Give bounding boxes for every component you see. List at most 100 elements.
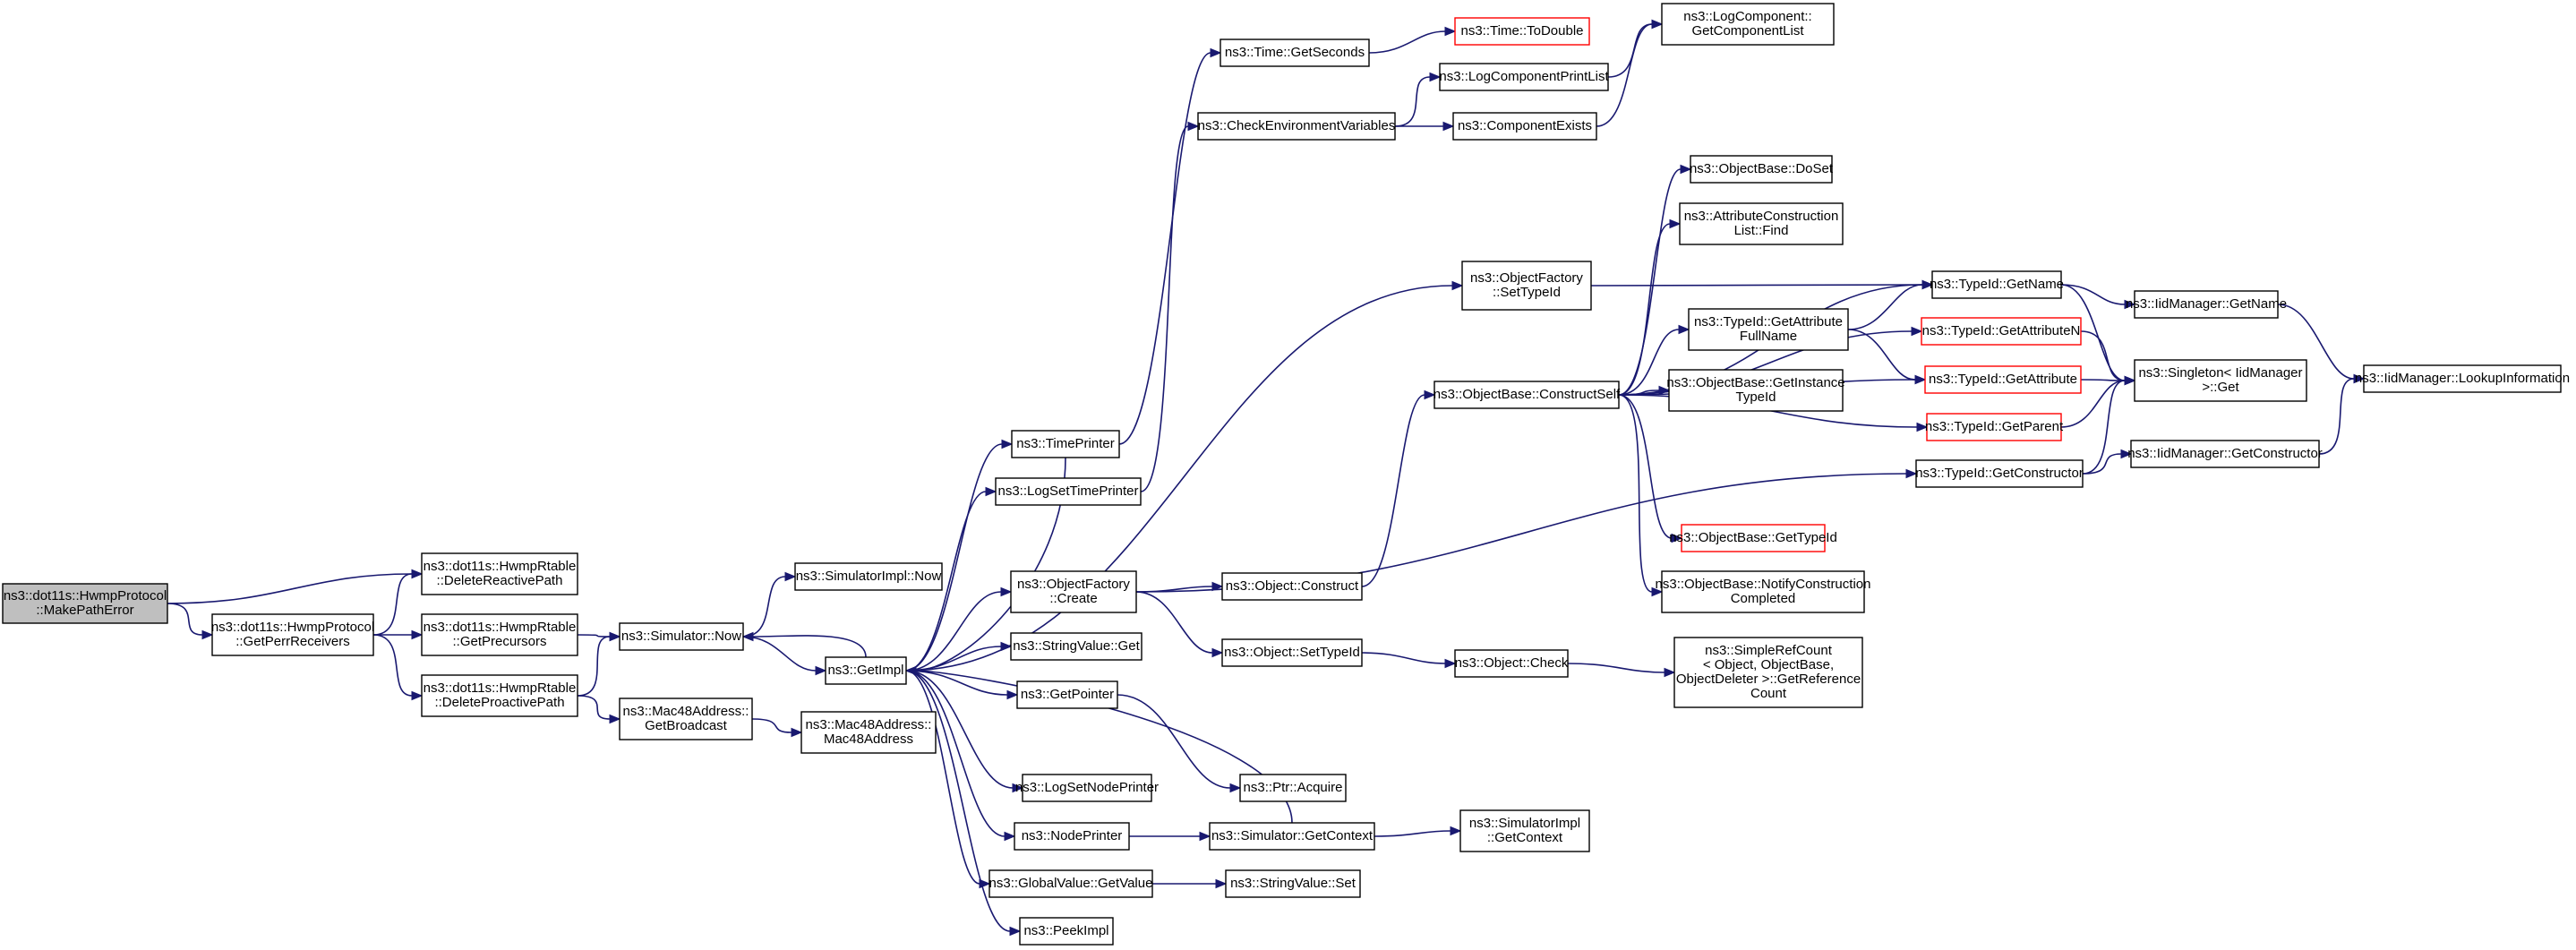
node-box[interactable]: [1197, 112, 1396, 141]
node-n26[interactable]: ns3::Object::SetTypeId: [1221, 638, 1363, 667]
node-box[interactable]: [1454, 649, 1569, 678]
node-box[interactable]: [1921, 317, 2082, 346]
node-n22[interactable]: ns3::LogComponentPrintList: [1439, 63, 1609, 91]
node-n10[interactable]: ns3::TimePrinter: [1011, 430, 1120, 458]
node-box[interactable]: [2134, 290, 2279, 319]
node-n35[interactable]: ns3::ObjectBase::DoSet: [1690, 155, 1834, 184]
node-n27[interactable]: ns3::Object::Check: [1454, 649, 1569, 678]
node-box[interactable]: [1454, 17, 1590, 46]
node-box[interactable]: [1679, 202, 1844, 245]
node-box[interactable]: [1688, 308, 1849, 351]
node-n1[interactable]: ns3::dot11s::HwmpRtable::DeleteReactiveP…: [421, 552, 578, 595]
node-box[interactable]: [1016, 680, 1118, 709]
node-box[interactable]: [1014, 822, 1130, 851]
node-n11[interactable]: ns3::LogSetTimePrinter: [995, 477, 1142, 506]
node-box[interactable]: [794, 562, 943, 591]
node-box[interactable]: [1010, 632, 1143, 661]
node-n24[interactable]: ns3::LogComponent::GetComponentList: [1661, 3, 1835, 46]
node-box[interactable]: [800, 711, 937, 754]
node-n32[interactable]: ns3::StringValue::Set: [1225, 869, 1361, 898]
node-n13[interactable]: ns3::StringValue::Get: [1010, 632, 1143, 661]
node-n4[interactable]: ns3::dot11s::HwmpRtable::DeleteProactive…: [421, 674, 578, 717]
node-box[interactable]: [2134, 359, 2307, 402]
node-n45[interactable]: ns3::TypeId::GetConstructor: [1915, 459, 2084, 488]
node-n23[interactable]: ns3::ComponentExists: [1452, 112, 1597, 141]
node-n9[interactable]: ns3::Mac48Address::Mac48Address: [800, 711, 937, 754]
node-box[interactable]: [2363, 364, 2562, 393]
node-n25[interactable]: ns3::Object::Construct: [1221, 572, 1363, 601]
node-n48[interactable]: ns3::IidManager::GetConstructor: [2127, 440, 2323, 468]
node-n3[interactable]: ns3::dot11s::HwmpRtable::GetPrecursors: [421, 613, 578, 656]
node-n2[interactable]: ns3::dot11s::HwmpProtocol::GetPerrReceiv…: [211, 613, 374, 656]
node-box[interactable]: [1221, 638, 1363, 667]
node-n7[interactable]: ns3::GetImpl: [825, 656, 907, 685]
node-n0[interactable]: ns3::dot11s::HwmpProtocol::MakePathError: [2, 583, 168, 624]
node-box[interactable]: [1459, 809, 1590, 852]
node-n44[interactable]: ns3::TypeId::GetParent: [1925, 413, 2064, 441]
node-box[interactable]: [1019, 917, 1114, 946]
node-n40[interactable]: ns3::ObjectBase::NotifyConstructionCompl…: [1656, 570, 1871, 613]
node-box[interactable]: [421, 552, 578, 595]
node-n29[interactable]: ns3::Ptr::Acquire: [1239, 774, 1347, 802]
node-n33[interactable]: ns3::ObjectFactory::SetTypeId: [1461, 261, 1592, 311]
node-box[interactable]: [1681, 524, 1826, 552]
node-n19[interactable]: ns3::Time::GetSeconds: [1220, 39, 1370, 67]
node-n39[interactable]: ns3::ObjectBase::GetTypeId: [1669, 524, 1837, 552]
node-box[interactable]: [1225, 869, 1361, 898]
node-box[interactable]: [1461, 261, 1592, 311]
node-box[interactable]: [1452, 112, 1597, 141]
node-box[interactable]: [1673, 637, 1863, 708]
node-box[interactable]: [211, 613, 374, 656]
node-n34[interactable]: ns3::ObjectBase::ConstructSelf: [1433, 381, 1621, 409]
node-n49[interactable]: ns3::IidManager::LookupInformation: [2355, 364, 2570, 393]
node-box[interactable]: [1668, 369, 1844, 412]
node-box[interactable]: [1439, 63, 1609, 91]
node-box[interactable]: [988, 869, 1153, 898]
node-box[interactable]: [1915, 459, 2084, 488]
node-box[interactable]: [619, 698, 753, 740]
node-n21[interactable]: ns3::CheckEnvironmentVariables: [1197, 112, 1396, 141]
node-n16[interactable]: ns3::NodePrinter: [1014, 822, 1130, 851]
node-box[interactable]: [2130, 440, 2320, 468]
node-box[interactable]: [1011, 430, 1120, 458]
node-box[interactable]: [1239, 774, 1347, 802]
node-box[interactable]: [1931, 270, 2062, 299]
node-n14[interactable]: ns3::GetPointer: [1016, 680, 1118, 709]
node-box[interactable]: [1022, 774, 1152, 802]
node-box[interactable]: [421, 613, 578, 656]
node-box[interactable]: [2, 583, 168, 624]
node-n41[interactable]: ns3::TypeId::GetName: [1930, 270, 2064, 299]
node-box[interactable]: [1221, 572, 1363, 601]
node-box[interactable]: [421, 674, 578, 717]
node-box[interactable]: [1209, 822, 1375, 851]
node-n18[interactable]: ns3::PeekImpl: [1019, 917, 1114, 946]
node-n17[interactable]: ns3::GlobalValue::GetValue: [988, 869, 1153, 898]
node-box[interactable]: [1926, 413, 2062, 441]
node-n12[interactable]: ns3::ObjectFactory::Create: [1010, 570, 1137, 613]
node-n31[interactable]: ns3::SimulatorImpl::GetContext: [1459, 809, 1590, 852]
node-box[interactable]: [825, 656, 907, 685]
node-n43[interactable]: ns3::TypeId::GetAttribute: [1924, 365, 2082, 394]
node-n42[interactable]: ns3::TypeId::GetAttributeN: [1921, 317, 2082, 346]
node-box[interactable]: [1010, 570, 1137, 613]
node-n5[interactable]: ns3::Simulator::Now: [619, 622, 744, 651]
node-n30[interactable]: ns3::Simulator::GetContext: [1209, 822, 1375, 851]
node-box[interactable]: [619, 622, 744, 651]
node-box[interactable]: [1433, 381, 1620, 409]
node-n8[interactable]: ns3::Mac48Address::GetBroadcast: [619, 698, 753, 740]
node-box[interactable]: [995, 477, 1142, 506]
node-box[interactable]: [1690, 155, 1833, 184]
node-n28[interactable]: ns3::SimpleRefCount< Object, ObjectBase,…: [1673, 637, 1863, 708]
node-n46[interactable]: ns3::IidManager::GetName: [2126, 290, 2287, 319]
node-n15[interactable]: ns3::LogSetNodePrinter: [1015, 774, 1159, 802]
node-box[interactable]: [1661, 570, 1865, 613]
node-box[interactable]: [1220, 39, 1370, 67]
node-n6[interactable]: ns3::SimulatorImpl::Now: [794, 562, 943, 591]
node-box[interactable]: [1661, 3, 1835, 46]
node-n47[interactable]: ns3::Singleton< IidManager>::Get: [2134, 359, 2307, 402]
node-n20[interactable]: ns3::Time::ToDouble: [1454, 17, 1590, 46]
node-box[interactable]: [1924, 365, 2082, 394]
